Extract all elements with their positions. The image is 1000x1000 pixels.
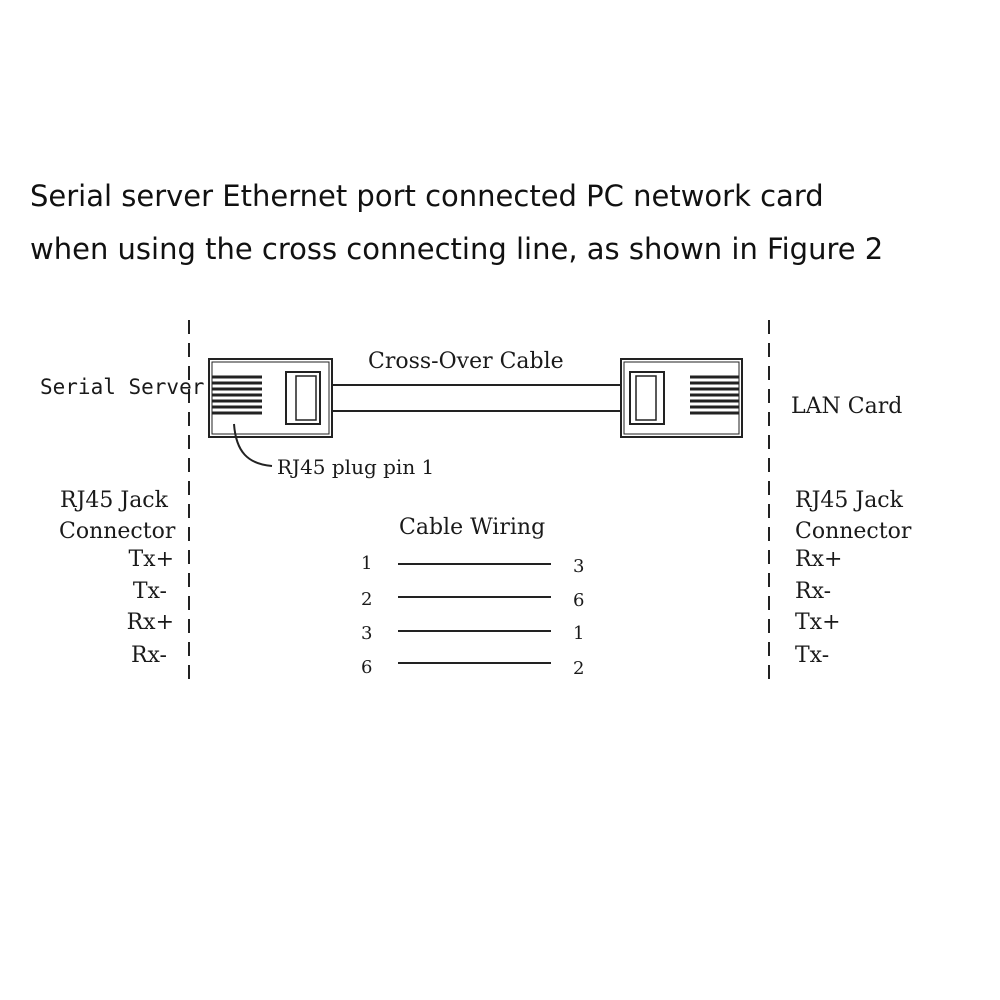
caption-line-2: when using the cross connecting line, as… <box>30 232 884 266</box>
right-signal-4: Tx- <box>795 643 830 668</box>
left-signal-1: Tx+ <box>128 547 174 572</box>
left-signal-3: Rx+ <box>126 610 174 635</box>
right-signal-1: Rx+ <box>795 547 843 572</box>
left-rj45-plug <box>208 358 333 438</box>
wiring-from-pin-4: 6 <box>361 657 373 678</box>
right-signal-2: Rx- <box>795 579 832 604</box>
wiring-lines <box>398 563 551 664</box>
right-connector-title-line-1: RJ45 Jack <box>795 488 903 513</box>
left-signal-2: Tx- <box>132 579 167 604</box>
left-plug-contacts <box>212 375 262 415</box>
right-plug-contacts <box>690 375 739 415</box>
wiring-to-pin-2: 6 <box>573 590 585 611</box>
left-signal-4: Rx- <box>130 643 167 668</box>
right-signal-3: Tx+ <box>795 610 841 635</box>
left-connector-title-line-1: RJ45 Jack <box>60 488 168 513</box>
wiring-to-pin-3: 1 <box>573 623 585 644</box>
wiring-to-pin-4: 2 <box>573 658 585 679</box>
plug-pin-label: RJ45 plug pin 1 <box>277 455 435 479</box>
cable-label: Cross-Over Cable <box>368 349 564 374</box>
wiring-to-pin-1: 3 <box>573 556 585 577</box>
right-rj45-plug <box>620 358 743 438</box>
wiring-from-pin-3: 3 <box>361 623 373 644</box>
caption-line-1: Serial server Ethernet port connected PC… <box>30 179 824 213</box>
wiring-from-pin-1: 1 <box>361 553 373 574</box>
serial-server-label: Serial Server <box>40 375 205 399</box>
plug-pin-leader-line <box>233 423 273 467</box>
right-connector-title-line-2: Connector <box>795 519 912 544</box>
lan-card-label: LAN Card <box>791 394 903 419</box>
wiring-from-pin-2: 2 <box>361 589 373 610</box>
cable-wiring-title: Cable Wiring <box>399 515 546 540</box>
left-connector-title-line-2: Connector <box>59 519 176 544</box>
crossover-cable-body <box>332 384 621 412</box>
